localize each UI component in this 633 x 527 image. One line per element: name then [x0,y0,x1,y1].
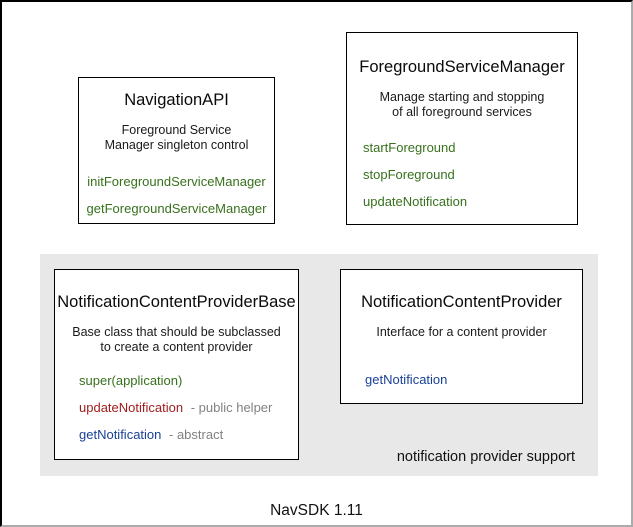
class-title: ForegroundServiceManager [359,58,565,76]
method-label: getNotification [79,427,162,442]
class-title: NavigationAPI [124,91,229,109]
method-stopforeground: stopForeground [347,167,577,183]
method-getforegroundservicemanager: getForegroundServiceManager [79,201,274,217]
class-title: NotificationContentProviderBase [57,293,296,311]
description-line: Manager singleton control [104,138,249,152]
class-box-notification-content-provider: NotificationContentProvider Interface fo… [340,269,583,404]
method-label: getForegroundServiceManager [86,201,267,216]
class-box-foreground-service-manager: ForegroundServiceManager Manage starting… [346,32,578,225]
method-annotation: - abstract [169,427,224,442]
class-description: Manage starting and stopping of all fore… [347,90,577,120]
class-description: Interface for a content provider [341,325,582,340]
method-getnotification: getNotification [341,372,582,388]
method-label: startForeground [363,140,456,155]
class-description: Base class that should be subclassed to … [55,325,298,355]
description-line: Base class that should be subclassed [72,325,281,339]
method-label: updateNotification [363,194,468,209]
method-getnotification: getNotification - abstract [55,427,298,443]
method-label: stopForeground [363,167,455,182]
method-initforegroundservicemanager: initForegroundServiceManager [79,174,274,190]
group-caption: notification provider support [396,449,575,465]
description-line: Manage starting and stopping [379,90,545,104]
method-updatenotification: updateNotification [347,194,577,210]
class-box-navigation-api: NavigationAPI Foreground Service Manager… [78,77,275,224]
description-line: Interface for a content provider [376,325,547,339]
method-label: updateNotification [79,400,184,415]
method-label: initForegroundServiceManager [87,174,266,189]
method-label: super(application) [79,373,183,388]
method-updatenotification: updateNotification - public helper [55,400,298,416]
description-line: to create a content provider [100,340,253,354]
description-line: Foreground Service [121,123,232,137]
class-title: NotificationContentProvider [361,293,562,311]
sdk-version-caption: NavSDK 1.11 [270,502,363,519]
method-label: getNotification [365,372,448,387]
class-box-notification-content-provider-base: NotificationContentProviderBase Base cla… [54,269,299,460]
method-super-application: super(application) [55,373,298,389]
description-line: of all foreground services [392,105,532,119]
method-startforeground: startForeground [347,140,577,156]
method-annotation: - public helper [190,400,273,415]
class-description: Foreground Service Manager singleton con… [79,123,274,153]
